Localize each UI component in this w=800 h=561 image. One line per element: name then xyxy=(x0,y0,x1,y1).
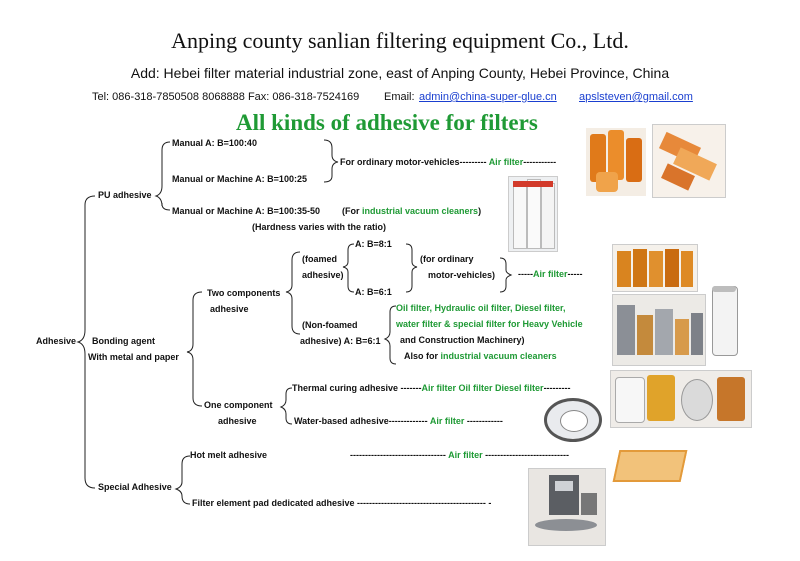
email-link-steven[interactable]: apslsteven@gmail.com xyxy=(579,91,693,103)
orange-cartridge-filters-photo xyxy=(612,244,698,292)
pu-vacuum-note: (For industrial vacuum cleaners) xyxy=(342,206,482,216)
pu-machine-ratio-1: Manual or Machine A: B=100:25 xyxy=(172,174,307,184)
nonfoamed-sublabel: adhesive) A: B=6:1 xyxy=(300,336,381,346)
white-cylinder-filter-photo xyxy=(708,282,740,358)
pu-brace xyxy=(154,141,171,211)
two-components-brace xyxy=(285,251,301,335)
one-component-label: One component xyxy=(204,400,273,410)
email-link-admin[interactable]: admin@china-super-glue.cn xyxy=(419,91,557,103)
company-name: Anping county sanlian filtering equipmen… xyxy=(171,28,629,53)
nonfoamed-label: (Non-foamed xyxy=(302,320,358,330)
oil-filter-line-1: Oil filter, Hydraulic oil filter, Diesel… xyxy=(396,303,566,313)
glue-machine-photo xyxy=(528,468,606,546)
hot-melt-air-filter: -------------------------------- Air fil… xyxy=(350,450,570,460)
one-component-brace xyxy=(279,387,293,425)
two-air-filter: -----Air filter----- xyxy=(518,269,583,279)
tel-fax: Tel: 086-318-7850508 8068888 Fax: 086-31… xyxy=(92,91,360,103)
flat-panel-filter-photo xyxy=(610,434,688,492)
panel-filters-photo xyxy=(652,124,726,198)
pu-ordinary-vehicles: For ordinary motor-vehicles--------- Air… xyxy=(340,157,557,167)
pu-hardness-note: (Hardness varies with the ratio) xyxy=(252,222,387,232)
thermal-curing-line: Thermal curing adhesive -------Air filte… xyxy=(292,383,571,393)
pu-adhesive-label: PU adhesive xyxy=(98,190,152,200)
round-air-filter-photo xyxy=(538,394,608,446)
page-title: All kinds of adhesive for filters xyxy=(236,110,538,135)
ordinary-label: (for ordinary xyxy=(420,254,474,264)
bonding-agent-label: Bonding agent xyxy=(92,336,155,346)
foamed-label: (foamed xyxy=(302,254,338,264)
vacuum-cleaner-filters-photo xyxy=(508,176,558,252)
special-adhesive-label: Special Adhesive xyxy=(98,482,172,492)
foamed-sublabel: adhesive) xyxy=(302,270,344,280)
mixed-filters-photo xyxy=(610,370,752,428)
oil-filters-photo xyxy=(612,294,706,366)
one-component-sublabel: adhesive xyxy=(218,416,257,426)
ordinary-sublabel: motor-vehicles) xyxy=(428,270,496,280)
oil-filter-line-2: water filter & special filter for Heavy … xyxy=(396,319,583,329)
foamed-ratio-1: A: B=8:1 xyxy=(355,239,392,249)
pu-manual-ratio: Manual A: B=100:40 xyxy=(172,138,257,148)
two-components-sublabel: adhesive xyxy=(210,304,249,314)
ratio-right-brace xyxy=(405,243,418,293)
foamed-ratio-brace xyxy=(342,243,355,293)
motor-right-brace xyxy=(499,257,513,293)
water-based-line: Water-based adhesive------------- Air fi… xyxy=(294,416,503,426)
root-brace xyxy=(76,195,96,489)
ordinary-brace xyxy=(323,139,339,183)
bonding-agent-sublabel: With metal and paper xyxy=(88,352,179,362)
two-components-label: Two components xyxy=(207,288,281,298)
pu-machine-ratio-2: Manual or Machine A: B=100:35-50 xyxy=(172,206,320,216)
bonding-brace xyxy=(186,291,203,407)
special-brace xyxy=(174,455,191,505)
oil-filter-line-3: and Construction Machinery) xyxy=(400,335,525,345)
email-label: Email: xyxy=(384,91,415,103)
company-address: Add: Hebei filter material industrial zo… xyxy=(130,65,670,81)
foamed-ratio-2: A: B=6:1 xyxy=(355,287,392,297)
nonfoamed-brace xyxy=(383,305,397,365)
root-label: Adhesive xyxy=(36,336,77,346)
orange-air-filters-photo xyxy=(586,128,646,196)
also-vacuum-line: Also for industrial vacuum cleaners xyxy=(404,351,557,361)
pad-adhesive-line: Filter element pad dedicated adhesive --… xyxy=(192,498,492,508)
hot-melt-label: Hot melt adhesive xyxy=(190,450,268,460)
